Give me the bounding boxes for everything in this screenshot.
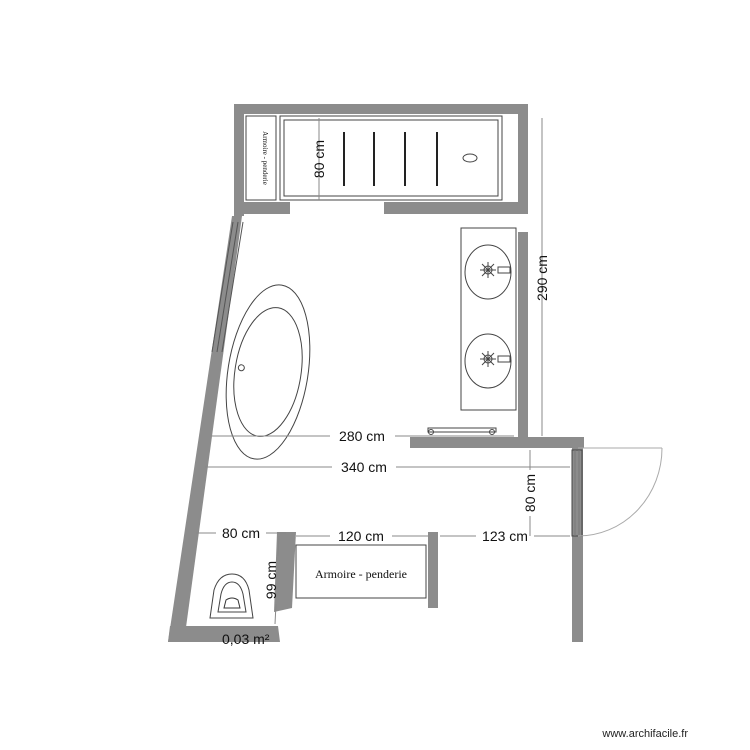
towel-rail <box>427 427 497 435</box>
dim-290: 290 cm <box>534 118 550 436</box>
wall-left-diagonal <box>168 216 242 642</box>
dim-80-right: 80 cm <box>522 450 538 536</box>
dim-280: 280 cm <box>212 428 514 444</box>
wall-wc-partition <box>274 532 296 612</box>
wall-bottom <box>168 626 280 642</box>
wall-wardrobe-right <box>428 532 438 608</box>
dim-340-text: 340 cm <box>341 459 387 475</box>
faucet-icon <box>480 262 511 278</box>
double-vanity <box>460 227 517 411</box>
wardrobe-large-label: Armoire - penderie <box>315 567 407 581</box>
drain-icon <box>237 364 245 372</box>
dim-123-text: 123 cm <box>482 528 528 544</box>
credit-text[interactable]: www.archifacile.fr <box>602 728 688 740</box>
dim-80-right-text: 80 cm <box>522 474 538 512</box>
toilet-icon <box>209 573 254 619</box>
faucet-icon <box>480 351 511 367</box>
dim-120-text: 120 cm <box>338 528 384 544</box>
wall-top-right <box>518 104 528 214</box>
dim-290-text: 290 cm <box>534 255 550 301</box>
wall-top <box>234 104 528 114</box>
wall-middle <box>410 437 584 448</box>
wall-right-upper <box>518 232 528 440</box>
walls <box>168 104 584 642</box>
area-label: 0,03 m² <box>222 631 270 647</box>
bathtub <box>225 284 311 460</box>
dim-80-left: 80 cm <box>196 525 286 541</box>
wall-right-lower <box>572 437 583 642</box>
dim-80-top: 80 cm <box>311 118 327 200</box>
wardrobe-small <box>245 115 277 201</box>
dim-123: 123 cm <box>440 528 570 544</box>
window <box>211 221 244 353</box>
dim-340: 340 cm <box>205 459 570 475</box>
wall-inner-right <box>384 202 528 214</box>
dim-99-text: 99 cm <box>263 561 279 599</box>
dim-280-text: 280 cm <box>339 428 385 444</box>
wall-inner-left <box>234 202 290 214</box>
dim-120: 120 cm <box>296 528 428 544</box>
door <box>571 447 663 537</box>
dim-80-left-text: 80 cm <box>222 525 260 541</box>
dim-99: 99 cm <box>263 535 280 625</box>
wall-top-left <box>234 104 244 216</box>
wardrobe-large <box>295 544 427 599</box>
shower-drain-icon <box>462 153 478 163</box>
wardrobe-small-label: Armoire - penderie <box>261 131 269 185</box>
dim-80-top-text: 80 cm <box>311 140 327 178</box>
shower-tray <box>279 115 503 201</box>
